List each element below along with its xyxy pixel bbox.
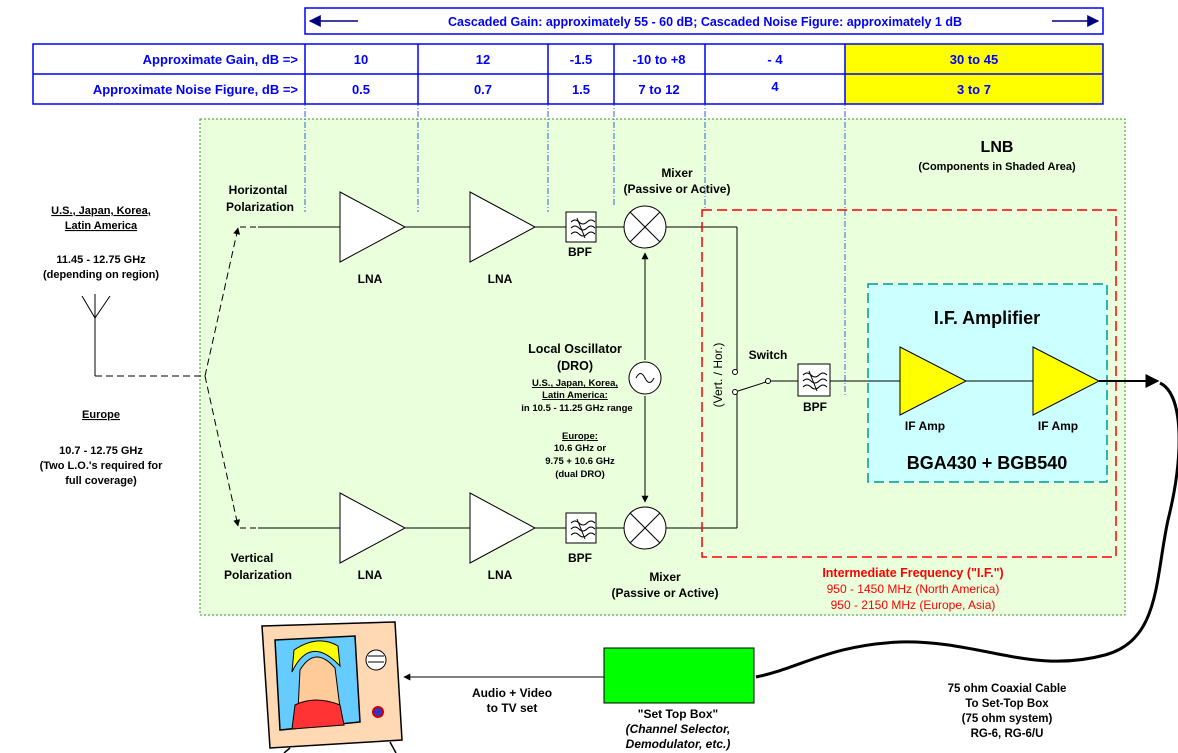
cable-label-4: RG-6, RG-6/U bbox=[971, 728, 1044, 740]
eu-region-freq: 10.7 - 12.75 GHz bbox=[59, 445, 143, 457]
stb-sublabel-2: Demodulator, etc.) bbox=[626, 737, 731, 751]
lna-top-1 bbox=[339, 191, 407, 263]
nf-cell: 3 to 7 bbox=[957, 82, 991, 97]
if-amplifier-title: I.F. Amplifier bbox=[934, 308, 1040, 328]
cable-label-2: To Set-Top Box bbox=[965, 698, 1049, 710]
vertical-pol-label: Vertical bbox=[231, 551, 274, 565]
av-label: Audio + Video bbox=[472, 686, 552, 700]
if-amplifier-parts: BGA430 + BGB540 bbox=[907, 453, 1068, 473]
us-region-freq: 11.45 - 12.75 GHz bbox=[56, 254, 146, 266]
oscillator-labels: Local Oscillator (DRO) U.S., Japan, Kore… bbox=[521, 342, 632, 480]
bpf-if-label: BPF bbox=[803, 400, 827, 414]
oscillator-eu-freq-2: 9.75 + 10.6 GHz bbox=[545, 456, 615, 467]
if-amp-label: IF Amp bbox=[905, 419, 945, 433]
gain-row-label: Approximate Gain, dB => bbox=[143, 52, 299, 67]
oscillator-eu-heading: Europe: bbox=[562, 431, 598, 442]
vertical-pol-label-2: Polarization bbox=[224, 568, 292, 582]
bpf-label: BPF bbox=[568, 551, 592, 565]
bottom-signal-chain bbox=[240, 390, 738, 564]
lna-label: LNA bbox=[488, 272, 513, 286]
us-region-heading-2: Latin America bbox=[65, 220, 138, 232]
mixer-bottom-label: Mixer bbox=[649, 570, 681, 584]
oscillator-us-range: in 10.5 - 11.25 GHz range bbox=[521, 403, 632, 414]
top-signal-chain bbox=[240, 191, 738, 372]
cable-labels: 75 ohm Coaxial Cable To Set-Top Box (75 … bbox=[948, 683, 1067, 740]
switch-contact-top bbox=[732, 369, 738, 375]
eu-region-freq-note: (Two L.O.'s required for bbox=[40, 460, 164, 472]
bpf-if bbox=[797, 363, 831, 397]
stb-label: "Set Top Box" bbox=[638, 707, 719, 721]
oscillator-eu-note: (dual DRO) bbox=[555, 469, 605, 480]
cable-label-3: (75 ohm system) bbox=[962, 713, 1053, 725]
oscillator-us-heading: U.S., Japan, Korea, bbox=[532, 378, 618, 389]
switch-and-if-chain bbox=[732, 346, 1160, 416]
horizontal-pol-label: Horizontal bbox=[229, 183, 288, 197]
mixer-bottom-sublabel: (Passive or Active) bbox=[612, 586, 719, 600]
lnb-title: LNB bbox=[981, 139, 1014, 156]
region-labels: U.S., Japan, Korea, Latin America 11.45 … bbox=[40, 205, 164, 487]
horizontal-pol-label-2: Polarization bbox=[226, 200, 294, 214]
lna-top-2 bbox=[469, 191, 537, 263]
if-note-title: Intermediate Frequency ("I.F.") bbox=[822, 566, 1003, 580]
if-amp-1 bbox=[899, 346, 968, 416]
eu-region-heading: Europe bbox=[82, 409, 120, 421]
lnb-subtitle: (Components in Shaded Area) bbox=[918, 161, 1076, 173]
oscillator-us-heading-2: Latin America: bbox=[542, 390, 608, 401]
gain-cell: 12 bbox=[476, 52, 490, 67]
gain-cell: - 4 bbox=[767, 52, 783, 67]
switch-contact-bottom bbox=[732, 389, 738, 395]
oscillator-title: Local Oscillator bbox=[528, 342, 622, 356]
set-top-box bbox=[603, 647, 755, 704]
cascade-header-text: Cascaded Gain: approximately 55 - 60 dB;… bbox=[448, 15, 962, 29]
mixer-top-label: Mixer bbox=[661, 166, 693, 180]
switch-label: Switch bbox=[749, 348, 788, 362]
if-amp-2 bbox=[1032, 346, 1101, 416]
nf-cell: 7 to 12 bbox=[638, 82, 679, 97]
av-sublabel: to TV set bbox=[487, 701, 538, 715]
local-oscillator bbox=[628, 252, 662, 503]
lna-label: LNA bbox=[358, 272, 383, 286]
gain-nf-table: Approximate Gain, dB => Approximate Nois… bbox=[32, 43, 1104, 105]
cascade-header-box bbox=[304, 7, 1104, 35]
oscillator-subtitle: (DRO) bbox=[557, 359, 593, 373]
stb-sublabel: (Channel Selector, bbox=[626, 722, 731, 736]
nf-cell: 0.7 bbox=[474, 82, 492, 97]
antenna-icon bbox=[81, 227, 241, 527]
nf-row-label: Approximate Noise Figure, dB => bbox=[93, 82, 299, 97]
eu-region-freq-note-2: full coverage) bbox=[65, 475, 137, 487]
cable-label: 75 ohm Coaxial Cable bbox=[948, 683, 1067, 695]
bpf-label: BPF bbox=[568, 245, 592, 259]
lna-label: LNA bbox=[488, 568, 513, 582]
mixer-top-sublabel: (Passive or Active) bbox=[624, 182, 731, 196]
gain-cell: -1.5 bbox=[570, 52, 592, 67]
if-amp-label: IF Amp bbox=[1038, 419, 1078, 433]
us-region-freq-note: (depending on region) bbox=[43, 269, 159, 281]
tv-set-icon bbox=[261, 621, 403, 753]
if-note-eu: 950 - 2150 MHz (Europe, Asia) bbox=[831, 598, 996, 612]
gain-cell: 30 to 45 bbox=[950, 52, 998, 67]
if-region-border bbox=[701, 209, 1117, 558]
oscillator-eu-freq: 10.6 GHz or bbox=[554, 443, 607, 454]
bpf-symbols bbox=[570, 217, 596, 540]
vert-hor-label: (Vert. / Hor.) bbox=[711, 343, 725, 408]
lna-label: LNA bbox=[358, 568, 383, 582]
lna-bottom-2 bbox=[469, 492, 537, 564]
stage-dividers bbox=[304, 100, 846, 395]
gain-cell: 10 bbox=[354, 52, 368, 67]
coax-cable bbox=[755, 381, 1178, 679]
nf-cell: 4 bbox=[771, 79, 779, 94]
switch-common bbox=[765, 378, 771, 384]
if-note-na: 950 - 1450 MHz (North America) bbox=[827, 582, 1000, 596]
us-region-heading: U.S., Japan, Korea, bbox=[51, 205, 151, 217]
gain-cell: -10 to +8 bbox=[632, 52, 685, 67]
lna-bottom-1 bbox=[339, 492, 407, 564]
nf-cell: 0.5 bbox=[352, 82, 370, 97]
component-labels: LNA LNA BPF LNA LNA BPF Mixer (Passive o… bbox=[358, 166, 731, 600]
nf-cell: 1.5 bbox=[572, 82, 590, 97]
